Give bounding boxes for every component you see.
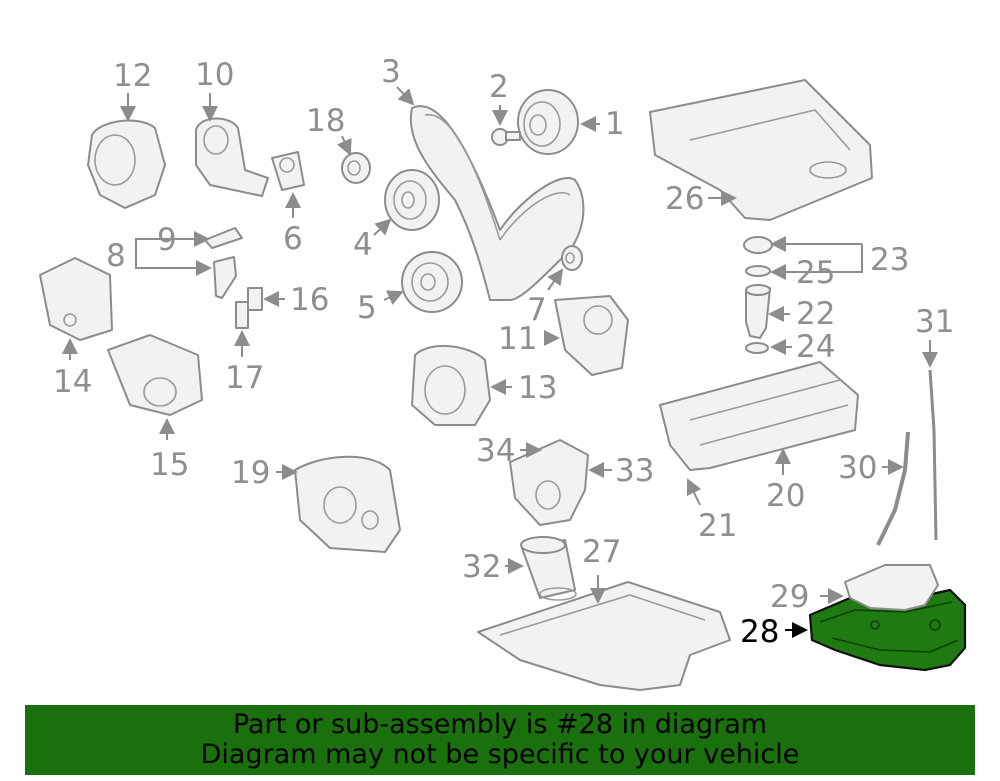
engine-plate xyxy=(39,257,113,341)
callout-30: 30 xyxy=(838,450,877,486)
oil-baffle xyxy=(844,564,939,611)
filter-bracket xyxy=(509,439,589,526)
callout-8: 8 xyxy=(106,238,126,274)
oil-filter xyxy=(520,536,577,601)
callout-18: 18 xyxy=(306,103,345,139)
callout-24: 24 xyxy=(796,329,835,365)
oil-filler-cap xyxy=(743,236,773,254)
cam-pulley-upper xyxy=(384,169,440,231)
callout-28-highlighted: 28 xyxy=(740,614,779,650)
callout-2: 2 xyxy=(489,69,509,105)
callout-14: 14 xyxy=(53,364,92,400)
callout-7: 7 xyxy=(527,292,547,328)
callout-1: 1 xyxy=(605,106,625,142)
callout-29: 29 xyxy=(770,579,809,615)
callout-27: 27 xyxy=(582,534,621,570)
callout-4: 4 xyxy=(353,227,373,263)
dipstick xyxy=(928,369,938,541)
callout-31: 31 xyxy=(915,304,954,340)
callout-21: 21 xyxy=(698,508,737,544)
callout-3: 3 xyxy=(381,54,401,90)
dipstick-tube xyxy=(876,431,910,546)
callout-20: 20 xyxy=(766,478,805,514)
callout-17: 17 xyxy=(225,360,264,396)
sensor xyxy=(204,227,243,299)
banner-line-1: Part or sub-assembly is #28 in diagram xyxy=(232,709,768,740)
gasket-lower xyxy=(745,342,769,354)
pulley-bolt xyxy=(491,128,521,146)
callout-10: 10 xyxy=(195,57,234,93)
callout-15: 15 xyxy=(150,447,189,483)
callout-23: 23 xyxy=(870,242,909,278)
callout-25: 25 xyxy=(796,255,835,291)
callout-16: 16 xyxy=(290,282,329,318)
timing-cover-upper xyxy=(195,117,269,197)
tensioner-bracket xyxy=(271,151,305,191)
engine-cover xyxy=(649,79,873,221)
callout-6: 6 xyxy=(283,221,303,257)
callout-12: 12 xyxy=(113,58,152,94)
banner-line-2: Diagram may not be specific to your vehi… xyxy=(200,739,800,770)
cam-pulley-lower xyxy=(401,251,463,313)
leader-lines xyxy=(62,86,938,638)
valve-cover xyxy=(659,361,859,471)
mount-bracket xyxy=(554,295,629,376)
gasket-upper xyxy=(745,265,771,277)
clip-set xyxy=(235,287,263,329)
oil-pump-housing xyxy=(294,455,401,553)
crank-pulley xyxy=(517,89,579,155)
callout-9: 9 xyxy=(157,222,177,258)
timing-cover-lower xyxy=(411,344,491,426)
water-pump xyxy=(87,119,166,209)
callout-22: 22 xyxy=(796,296,835,332)
oil-filler-neck xyxy=(745,284,771,339)
idler-pulley xyxy=(561,245,583,271)
callout-34: 34 xyxy=(476,433,515,469)
callout-33: 33 xyxy=(615,453,654,489)
callout-19: 19 xyxy=(231,455,270,491)
callout-32: 32 xyxy=(462,549,501,585)
engine-mount xyxy=(107,334,203,416)
callout-11: 11 xyxy=(498,321,537,357)
callout-26: 26 xyxy=(665,181,704,217)
bushing xyxy=(341,152,371,184)
oil-pan-lower xyxy=(477,581,731,691)
callout-13: 13 xyxy=(518,370,557,406)
info-banner: Part or sub-assembly is #28 in diagram D… xyxy=(25,705,975,775)
callout-numbers: 1 2 3 4 5 6 7 8 9 10 11 12 13 14 15 16 1… xyxy=(53,54,954,650)
callout-5: 5 xyxy=(357,290,377,326)
